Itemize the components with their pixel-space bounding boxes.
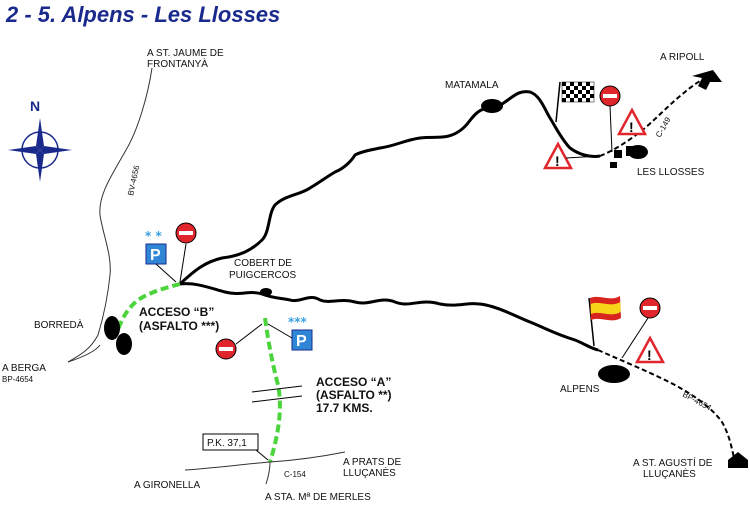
- distance-break-mark: [251, 385, 303, 403]
- label-berga: A BERGA: [2, 363, 46, 374]
- route-main-north: [178, 90, 601, 286]
- page-title: 2 - 5. Alpens - Les Llosses: [5, 2, 280, 27]
- label-matamala: MATAMALA: [445, 80, 499, 91]
- warning-icon-llosses-left: !: [542, 141, 601, 170]
- label-cobert-2: PUIGCERCOS: [229, 270, 297, 281]
- parking-b-icon: * * P: [145, 229, 177, 283]
- arrow-st-agusti-icon: [728, 452, 748, 468]
- pk-marker-label: P.K. 37,1: [207, 438, 247, 449]
- parking-a-letter: P: [296, 333, 307, 350]
- warning-icon-llosses-right: !: [616, 107, 648, 136]
- access-a-route: [263, 317, 282, 463]
- label-bp4654-right: BP-4654: [681, 390, 713, 413]
- label-alpens: ALPENS: [560, 384, 600, 395]
- north-label: N: [30, 98, 40, 114]
- label-bp4654-left: BP-4654: [2, 375, 34, 384]
- town-borreda-2: [116, 333, 132, 355]
- road-bv4656: [67, 67, 153, 363]
- warning-mark: !: [647, 347, 652, 363]
- access-a-line1: ACCESO “A”: [316, 375, 391, 389]
- no-entry-icon-a: [215, 323, 263, 360]
- town-matamala: [481, 99, 503, 113]
- road-c149: [599, 77, 706, 157]
- access-b-line1: ACCESO “B”: [139, 305, 214, 319]
- spanish-flag-icon: [588, 296, 621, 347]
- no-entry-icon-alpens: [621, 297, 661, 359]
- town-cobert: [260, 288, 272, 296]
- parking-b-letter: P: [150, 247, 161, 264]
- access-b-line2: (ASFALTO ***): [139, 319, 219, 333]
- no-entry-icon-b: [175, 222, 197, 283]
- label-borreda: BORREDÀ: [34, 318, 84, 331]
- access-a-line3: 17.7 KMS.: [316, 401, 373, 415]
- parking-b-stars: * *: [145, 229, 162, 243]
- label-c149: C-149: [654, 115, 673, 139]
- town-les-llosses: [610, 145, 648, 168]
- label-prats-1: A PRATS DE: [343, 457, 401, 468]
- road-bp4654: [597, 349, 736, 463]
- label-cobert-1: COBERT DE: [234, 258, 292, 269]
- label-st-agusti-1: A ST. AGUSTÍ DE: [633, 456, 713, 469]
- no-entry-icon-llosses: [599, 85, 621, 153]
- parking-a-icon: *** P: [267, 315, 313, 351]
- label-merles: A STA. Mª DE MERLES: [265, 492, 371, 503]
- road-berga: [67, 344, 101, 363]
- parking-a-stars: ***: [288, 315, 308, 329]
- road-merles: [265, 461, 271, 485]
- label-gironella: A GIRONELLA: [134, 480, 200, 491]
- label-st-jaume-2: FRONTANYÀ: [147, 57, 208, 70]
- label-les-llosses: LES LLOSSES: [637, 167, 705, 178]
- town-borreda: [104, 316, 120, 340]
- town-alpens: [598, 365, 630, 383]
- route-main-south: [179, 282, 599, 352]
- label-ripoll: A RIPOLL: [660, 52, 705, 63]
- label-st-agusti-2: LLUÇANÈS: [643, 467, 696, 480]
- warning-icon-alpens: !: [634, 335, 666, 364]
- access-a-line2: (ASFALTO **): [316, 388, 392, 402]
- warning-mark: !: [555, 153, 560, 169]
- label-bv4656: BV-4656: [126, 164, 141, 196]
- road-c154: [184, 451, 346, 471]
- pk-marker: P.K. 37,1: [202, 433, 269, 461]
- arrow-ripoll-icon: [692, 70, 722, 90]
- label-c154: C-154: [284, 470, 306, 479]
- compass-icon: N: [8, 98, 72, 182]
- warning-mark: !: [629, 119, 634, 135]
- checkered-flag-icon: [555, 81, 595, 123]
- label-st-jaume-1: A ST. JAUME DE: [147, 48, 224, 59]
- label-prats-2: LLUÇANÈS: [343, 466, 396, 479]
- access-b-route: [116, 282, 181, 331]
